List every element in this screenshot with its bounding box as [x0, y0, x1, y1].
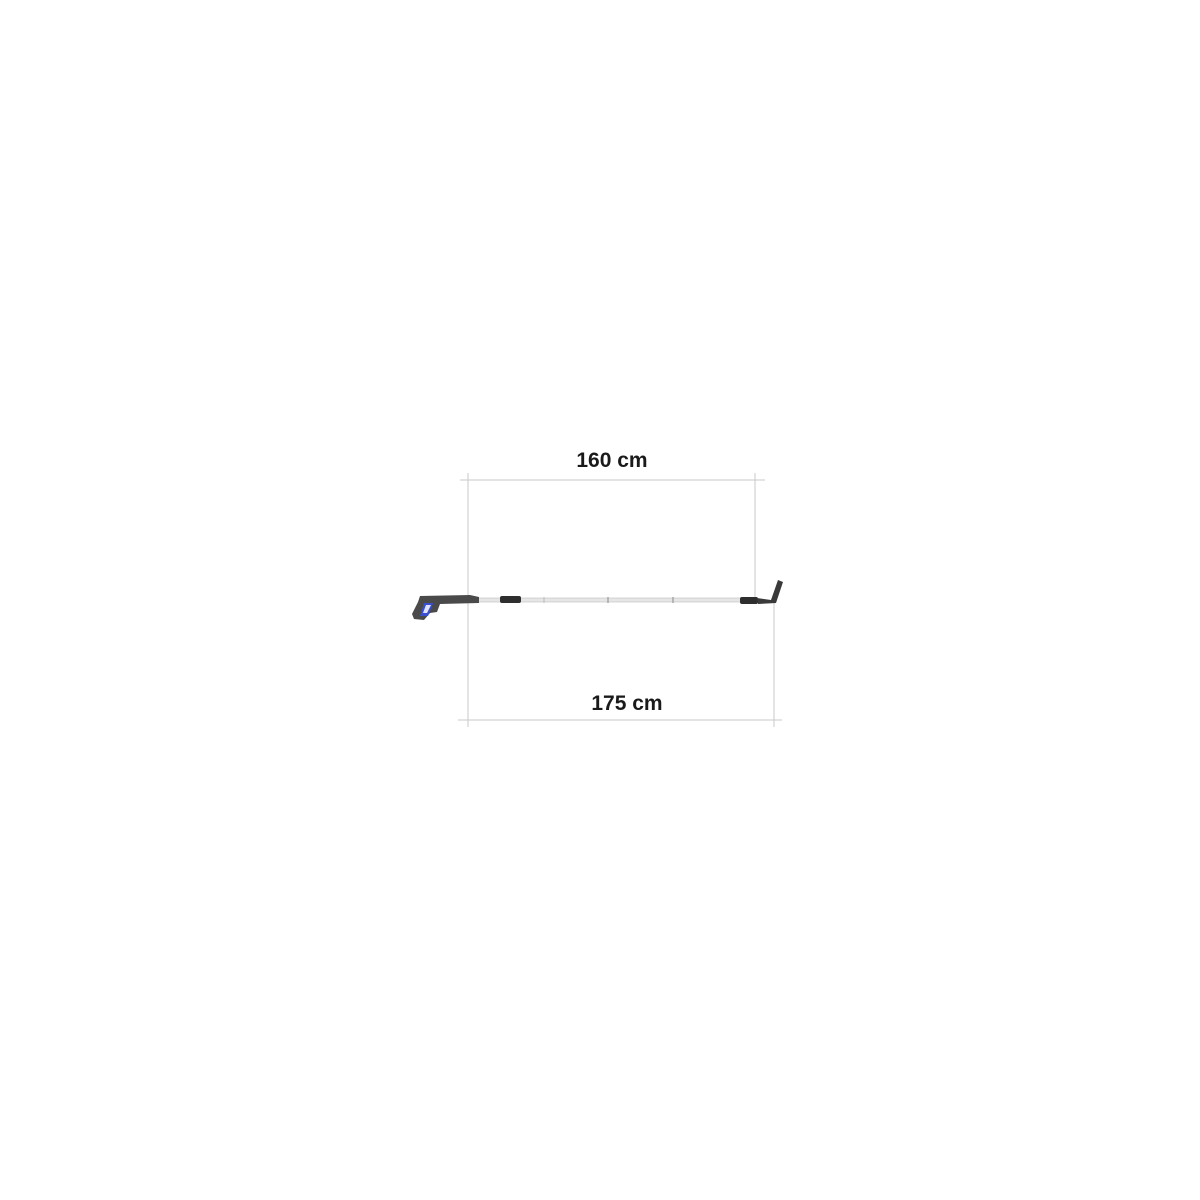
spray-lance [412, 580, 783, 620]
retracted-length-label: 160 cm [576, 449, 648, 472]
dimension-lines [458, 473, 782, 727]
spray-gun [412, 595, 479, 620]
grip-sleeve [500, 596, 521, 603]
angled-nozzle [757, 580, 783, 604]
extended-length-label: 175 cm [591, 692, 663, 715]
nozzle-connector [740, 597, 758, 604]
